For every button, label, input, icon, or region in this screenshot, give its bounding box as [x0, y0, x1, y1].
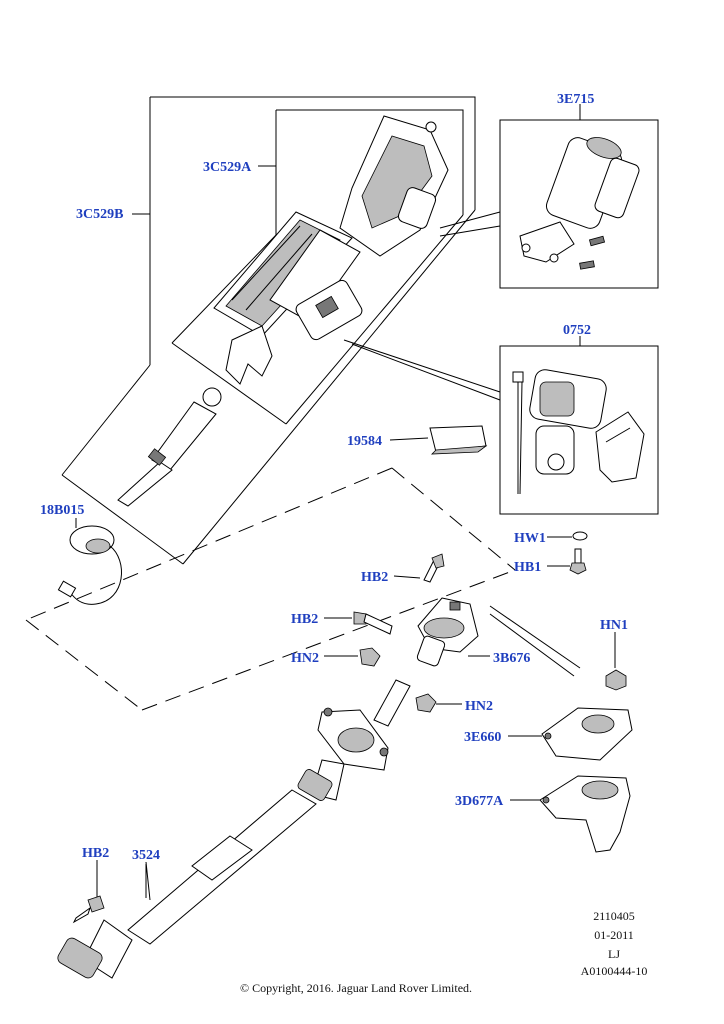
- copyright-notice: © Copyright, 2016. Jaguar Land Rover Lim…: [240, 981, 472, 995]
- label-hw1: HW1: [514, 531, 546, 546]
- ref-number: 2110405: [593, 909, 635, 923]
- boot-3d677a: [510, 775, 631, 853]
- label-hb1: HB1: [514, 560, 541, 575]
- fasteners: [72, 531, 627, 924]
- pad-19584: [389, 425, 488, 455]
- label-3e660: 3E660: [464, 730, 501, 745]
- label-hb2-top: HB2: [361, 570, 388, 585]
- clockspring-18b015: [57, 518, 122, 605]
- label-3d677a: 3D677A: [455, 794, 504, 809]
- label-3524: 3524: [132, 848, 160, 863]
- steering-column-group-outline: [61, 96, 476, 565]
- label-hn2-right: HN2: [465, 699, 493, 714]
- label-3c529b: 3C529B: [76, 207, 123, 222]
- steering-shaft-3524: [57, 679, 411, 979]
- label-19584: 19584: [347, 434, 382, 449]
- label-3b676: 3B676: [493, 651, 530, 666]
- leader-lines: [132, 104, 581, 898]
- label-18b015: 18B015: [40, 503, 84, 518]
- label-hn2-left: HN2: [291, 651, 319, 666]
- steering-column-assembly: [117, 115, 449, 507]
- label-hb2-bottom: HB2: [82, 846, 109, 861]
- universal-joint-3b676: [416, 597, 581, 677]
- label-3c529a: 3C529A: [203, 160, 252, 175]
- label-hn1: HN1: [600, 618, 628, 633]
- tilt-motor-box: [439, 119, 659, 289]
- ref-date: 01-2011: [594, 928, 634, 942]
- label-0752: 0752: [563, 323, 591, 338]
- reach-motor-box: [343, 339, 659, 515]
- ref-illustration-id: A0100444-10: [581, 964, 648, 978]
- plate-3e660: [508, 707, 633, 761]
- lower-shaft-group-outline: [25, 467, 516, 711]
- label-hb2-mid: HB2: [291, 612, 318, 627]
- label-3e715: 3E715: [557, 92, 594, 107]
- ref-code: LJ: [608, 947, 620, 961]
- upper-column-group-outline: [171, 109, 464, 425]
